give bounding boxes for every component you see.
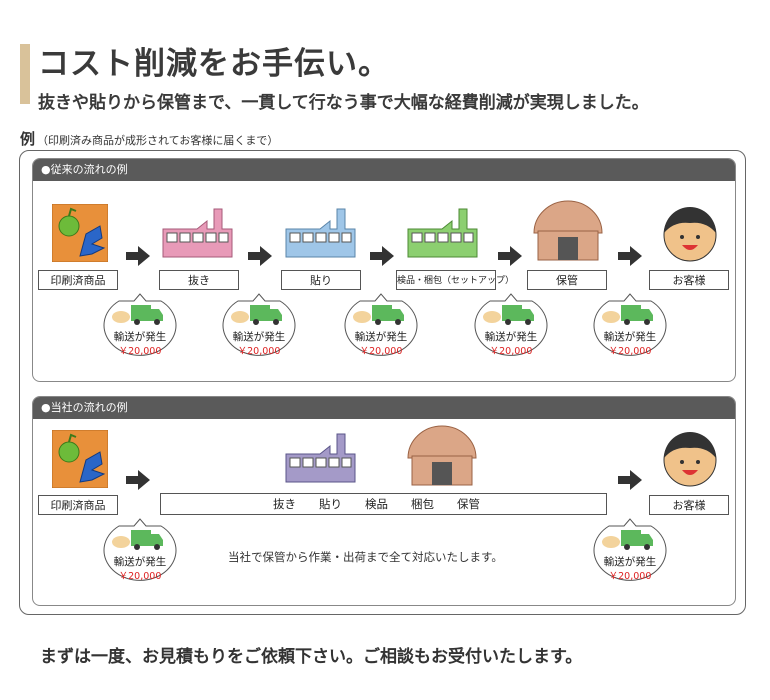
page-subtitle: 抜きや貼りから保管まで、一貫して行なう事で大幅な経費削減が実現しました。 [38, 93, 649, 113]
arrow-right-icon [616, 244, 644, 268]
process-packing: 梱包 [411, 497, 434, 511]
transport-label: 輸送が発生 [484, 331, 538, 343]
conventional-flow-heading: ●従来の流れの例 [33, 159, 735, 181]
factory-icon-inspection [406, 207, 479, 259]
service-note: 当社で保管から作業・出荷まで全て対応いたします。 [228, 550, 503, 564]
printed-goods-icon [51, 429, 109, 489]
transport-cost-bubble: 輸送が発生 ￥20,000 [472, 293, 550, 361]
transport-cost: ￥20,000 [118, 571, 162, 582]
transport-cost-bubble: 輸送が発生 ￥20,000 [101, 293, 179, 361]
step-label-customer: お客様 [649, 495, 729, 515]
transport-cost: ￥20,000 [359, 346, 403, 357]
transport-cost: ￥20,000 [237, 346, 281, 357]
step-label-die-cut: 抜き [159, 270, 239, 290]
process-die-cut: 抜き [273, 497, 296, 511]
transport-cost: ￥20,000 [118, 346, 162, 357]
transport-cost-bubble: 輸送が発生 ￥20,000 [220, 293, 298, 361]
customer-icon [660, 203, 720, 263]
example-frame [19, 150, 746, 615]
step-label-storage: 保管 [527, 270, 607, 290]
transport-label: 輸送が発生 [603, 556, 657, 568]
process-inspection: 検品 [365, 497, 388, 511]
page-title: コスト削減をお手伝い。 [38, 46, 390, 82]
warehouse-icon [406, 424, 478, 486]
factory-icon-pasting [284, 207, 357, 259]
transport-label: 輸送が発生 [232, 331, 286, 343]
step-label-customer: お客様 [649, 270, 729, 290]
arrow-right-icon [496, 244, 524, 268]
transport-cost-bubble: 輸送が発生 ￥20,000 [591, 293, 669, 361]
printed-goods-icon [51, 203, 109, 263]
factory-icon-die-cut [161, 207, 234, 259]
our-flow-heading: ●当社の流れの例 [33, 397, 735, 419]
step-label-pasting: 貼り [281, 270, 361, 290]
step-label-printed: 印刷済商品 [38, 495, 118, 515]
transport-label: 輸送が発生 [603, 331, 657, 343]
combined-process-bar: 抜き 貼り 検品 梱包 保管 [160, 493, 607, 515]
transport-cost-bubble: 輸送が発生 ￥20,000 [591, 518, 669, 586]
example-note: （印刷済み商品が成形されてお客様に届くまで） [37, 134, 279, 147]
transport-label: 輸送が発生 [113, 331, 167, 343]
title-accent-bar [20, 44, 30, 104]
factory-icon-combined [284, 432, 357, 484]
customer-icon [660, 428, 720, 488]
transport-label: 輸送が発生 [354, 331, 408, 343]
step-label-printed: 印刷済商品 [38, 270, 118, 290]
example-label-text: 例 [20, 130, 36, 148]
process-storage: 保管 [457, 497, 480, 511]
step-label-inspection-packing: 検品・梱包（セットアップ） [396, 270, 514, 290]
transport-cost: ￥20,000 [608, 346, 652, 357]
arrow-right-icon [124, 468, 152, 492]
process-pasting: 貼り [319, 497, 342, 511]
example-label: 例（印刷済み商品が成形されてお客様に届くまで） [20, 128, 278, 149]
warehouse-icon [532, 199, 604, 261]
footer-call-to-action: まずは一度、お見積もりをご依頼下さい。ご相談もお受付いたします。 [40, 647, 583, 667]
arrow-right-icon [616, 468, 644, 492]
arrow-right-icon [368, 244, 396, 268]
transport-cost: ￥20,000 [608, 571, 652, 582]
arrow-right-icon [124, 244, 152, 268]
transport-cost-bubble: 輸送が発生 ￥20,000 [342, 293, 420, 361]
transport-cost-bubble: 輸送が発生 ￥20,000 [101, 518, 179, 586]
arrow-right-icon [246, 244, 274, 268]
transport-cost: ￥20,000 [489, 346, 533, 357]
transport-label: 輸送が発生 [113, 556, 167, 568]
